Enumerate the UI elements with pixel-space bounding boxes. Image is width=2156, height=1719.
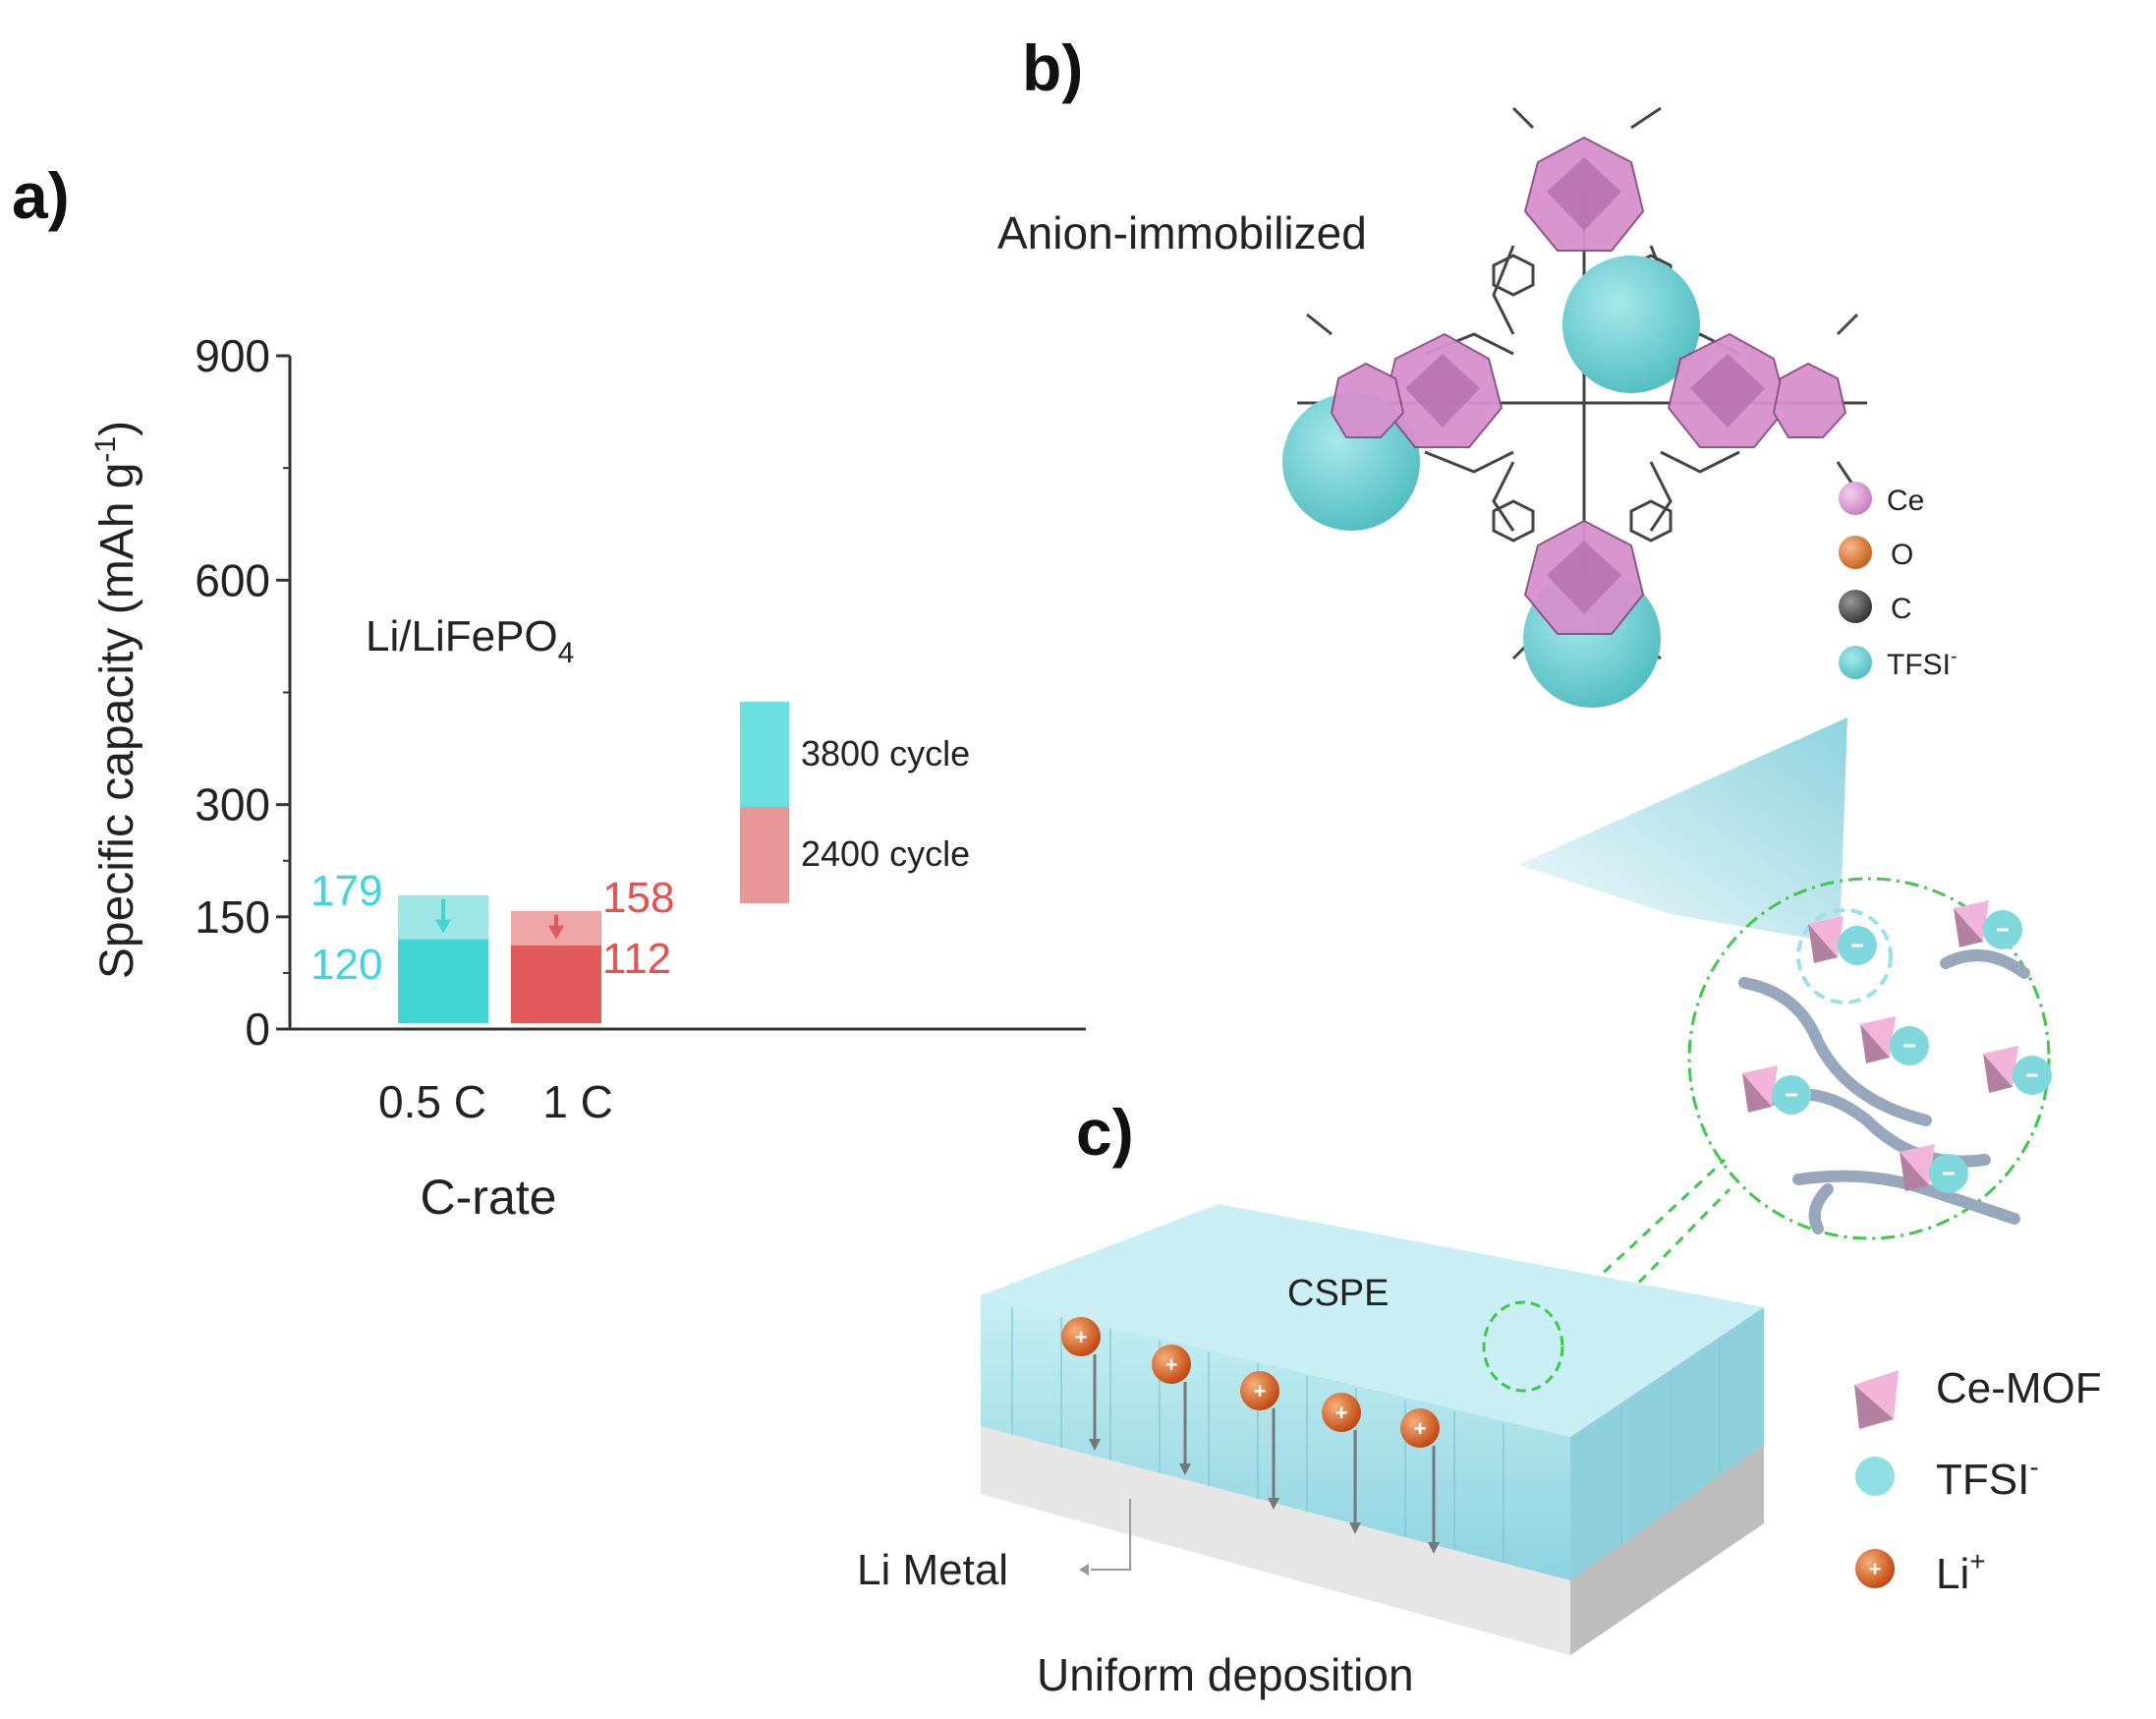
y-tick-label-0: 0 — [245, 1003, 270, 1055]
bars-group — [398, 894, 601, 1023]
cspe-label: CSPE — [1287, 1273, 1389, 1314]
zoom-beam — [1518, 717, 1847, 944]
ce-cluster — [1330, 362, 1405, 438]
li-ion — [1240, 1371, 1279, 1410]
ce-mof-tfsi-unit — [1808, 916, 1877, 965]
panel-c-label: c) — [1076, 1096, 1134, 1169]
x-tick-label-0.5C: 0.5 C — [378, 1076, 486, 1127]
value-label-0.5C-initial: 179 — [311, 867, 382, 915]
c-atom-swatch — [1839, 590, 1872, 623]
ce-cluster — [1772, 362, 1847, 438]
panel-c-legend: Ce-MOF TFSI- + Li+ — [1854, 1364, 2102, 1598]
ce-mof-tfsi-unit — [1954, 900, 2022, 949]
legend-c-label: C — [1891, 593, 1912, 625]
svg-text:+: + — [1254, 1379, 1267, 1404]
y-tick-label-150: 150 — [195, 891, 270, 943]
chart-inset-title: Li/LiFePO4 — [366, 612, 574, 669]
ce-mof-tfsi-unit — [1983, 1046, 2052, 1095]
legend-swatch-3800 — [740, 702, 789, 807]
cspe-slab — [981, 1204, 1764, 1655]
anion-immobilized-title: Anion-immobilized — [997, 207, 1367, 258]
li-ion — [1061, 1317, 1101, 1356]
highlight-dashed-circle — [1796, 908, 1893, 1004]
bar-1C-final — [511, 945, 601, 1023]
cspe-side-face — [1570, 1307, 1764, 1580]
legend-swatch-2400 — [740, 807, 789, 903]
panel-b-legend: Ce O C TFSI- — [1839, 482, 1957, 681]
o-atom-swatch — [1839, 536, 1872, 569]
ce-mof-tfsi-unit — [1860, 1016, 1929, 1065]
y-axis-label: Specific capacity (mAh g-1) — [89, 421, 143, 979]
bar-0.5C-final — [398, 939, 488, 1023]
ce-mof-tfsi-unit — [1742, 1065, 1811, 1115]
x-axis-label: C-rate — [421, 1170, 557, 1225]
panel-a-label: a) — [12, 159, 70, 232]
x-tick-label-1C: 1 C — [542, 1076, 613, 1127]
li-ion-icon — [1855, 1549, 1895, 1588]
ce-mof-tfsi-unit — [1900, 1144, 1968, 1193]
bar-chart: 0 150 300 600 900 Specific capacity (mAh g-1… — [89, 330, 1086, 1225]
legend-label-2400: 2400 cycle — [801, 833, 970, 874]
value-label-1C-final: 112 — [602, 935, 671, 983]
y-tick-label-900: 900 — [195, 330, 270, 381]
li-metal-label: Li Metal — [857, 1546, 1008, 1594]
ce-mof-icon — [1854, 1370, 1899, 1429]
tfsi-icon — [1855, 1457, 1895, 1496]
decrease-arrow-head — [548, 925, 564, 940]
legend-o-label: O — [1891, 539, 1913, 571]
y-tick-label-300: 300 — [195, 779, 270, 831]
uniform-deposition-label: Uniform deposition — [1037, 1649, 1414, 1700]
cspe-front-face — [981, 1295, 1570, 1580]
li-ion — [1322, 1393, 1361, 1432]
legend-label-3800: 3800 cycle — [801, 733, 970, 774]
svg-text:+: + — [1869, 1557, 1882, 1581]
legend-tfsi-label: TFSI- — [1887, 646, 1957, 681]
zoom-circle — [1687, 877, 2051, 1240]
ce-atom-swatch — [1839, 482, 1872, 515]
tfsi-swatch — [1839, 646, 1872, 679]
svg-text:+: + — [1335, 1401, 1348, 1425]
ce-mof-crystal-structure — [1282, 106, 1867, 708]
svg-text:+: + — [1165, 1352, 1178, 1377]
tfsi-sphere — [1562, 256, 1700, 393]
svg-text:+: + — [1075, 1325, 1088, 1349]
y-tick-label-600: 600 — [195, 554, 270, 605]
legend-ce-mof-label: Ce-MOF — [1936, 1364, 2102, 1412]
legend-tfsi-c-label: TFSI- — [1936, 1452, 2039, 1504]
value-label-0.5C-final: 120 — [311, 941, 382, 989]
value-label-1C-initial: 158 — [602, 874, 674, 922]
legend-li-label: Li+ — [1936, 1546, 1986, 1598]
li-ions-group: + + + + + — [1061, 1317, 1440, 1554]
mof-tfsi-units — [1742, 900, 2052, 1193]
panel-b-label: b) — [1022, 31, 1083, 104]
y-ticks: 0 150 300 600 900 — [195, 330, 290, 1055]
legend-ce-label: Ce — [1887, 485, 1924, 517]
decrease-arrow-head — [435, 919, 451, 934]
li-ion — [1152, 1345, 1191, 1384]
cspe-top-face — [981, 1204, 1764, 1437]
svg-text:+: + — [1414, 1416, 1427, 1441]
li-ion — [1400, 1408, 1440, 1448]
